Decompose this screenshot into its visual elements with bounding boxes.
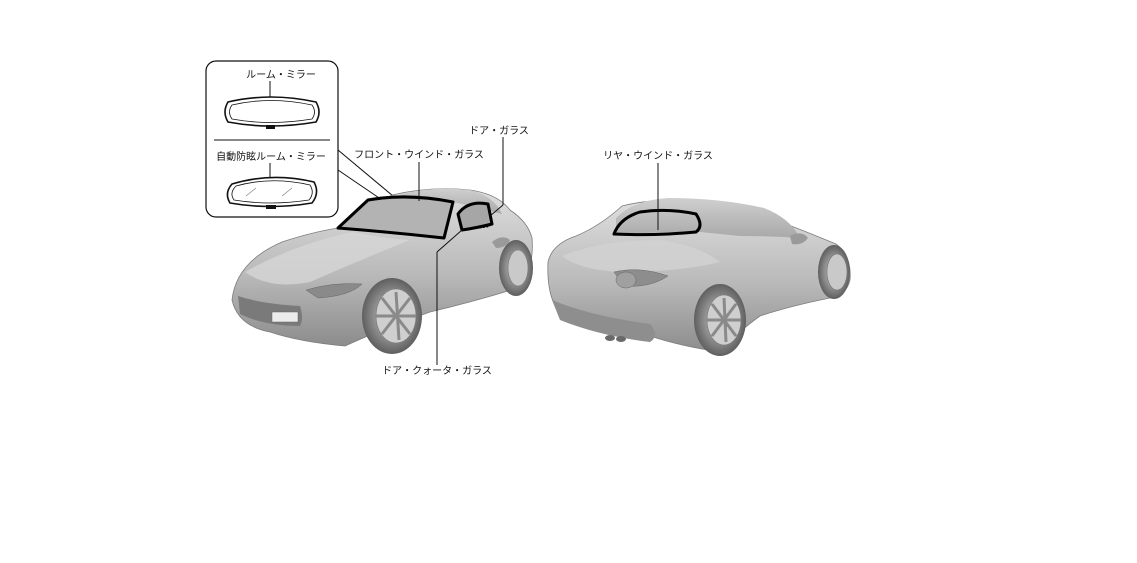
auto-dimming-mirror-icon (227, 177, 316, 209)
door-quarter-glass-label: ドア・クォータ・ガラス (382, 365, 492, 377)
room-mirror-icon (225, 97, 319, 129)
auto-dimming-mirror-label: 自動防眩ルーム・ミラー (216, 150, 326, 163)
rear-window-glass-label: リヤ・ウインド・ガラス (603, 150, 713, 162)
door-glass-label: ドア・ガラス (469, 125, 529, 137)
mirror-inset: ルーム・ミラー 自動防眩ルーム・ミラー (206, 61, 338, 217)
room-mirror-label: ルーム・ミラー (246, 69, 316, 81)
front-windshield-label: フロント・ウインド・ガラス (354, 149, 484, 161)
